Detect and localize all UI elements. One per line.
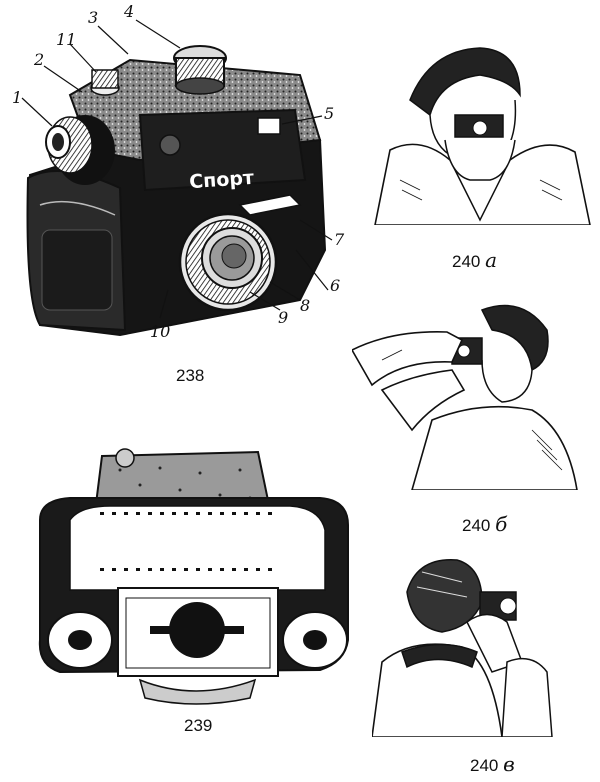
figure-240a-eye-level <box>370 40 595 225</box>
callout-6: 6 <box>330 276 341 295</box>
callout-10: 10 <box>150 322 171 341</box>
figure-240v-rear-view <box>372 552 587 737</box>
film-drawing <box>38 448 349 705</box>
caption-238: 238 <box>176 366 205 385</box>
caption-240a: 240 а <box>452 248 497 272</box>
caption-240b-letter: б <box>495 512 508 536</box>
photographer-v-drawing <box>372 559 553 737</box>
callout-3: 3 <box>88 8 99 27</box>
callout-8: 8 <box>300 296 311 315</box>
caption-240b-number: 240 <box>462 516 491 535</box>
caption-240a-number: 240 <box>452 252 481 271</box>
figure-238-camera: Спорт 1 2 3 4 5 6 7 8 9 10 11 <box>0 0 350 360</box>
camera-drawing: Спорт <box>21 19 333 337</box>
callout-5: 5 <box>324 104 335 123</box>
photographer-a-drawing <box>374 47 591 225</box>
callout-4: 4 <box>124 2 135 21</box>
callout-7: 7 <box>334 230 345 249</box>
callout-1: 1 <box>12 88 23 107</box>
callout-2: 2 <box>34 50 45 69</box>
caption-239: 239 <box>184 716 213 735</box>
figure-239-film-loading <box>30 440 360 710</box>
caption-240v-number: 240 <box>470 756 499 775</box>
brand-plate-text: Спорт <box>189 167 255 193</box>
caption-240v: 240 в <box>470 752 515 776</box>
photographer-b-drawing <box>352 304 578 490</box>
caption-240v-letter: в <box>503 752 515 776</box>
callout-11: 11 <box>56 30 77 49</box>
caption-240a-letter: а <box>485 248 498 272</box>
callout-9: 9 <box>278 308 289 327</box>
caption-240b: 240 б <box>462 512 507 536</box>
figure-240b-vertical-hold <box>352 290 592 490</box>
